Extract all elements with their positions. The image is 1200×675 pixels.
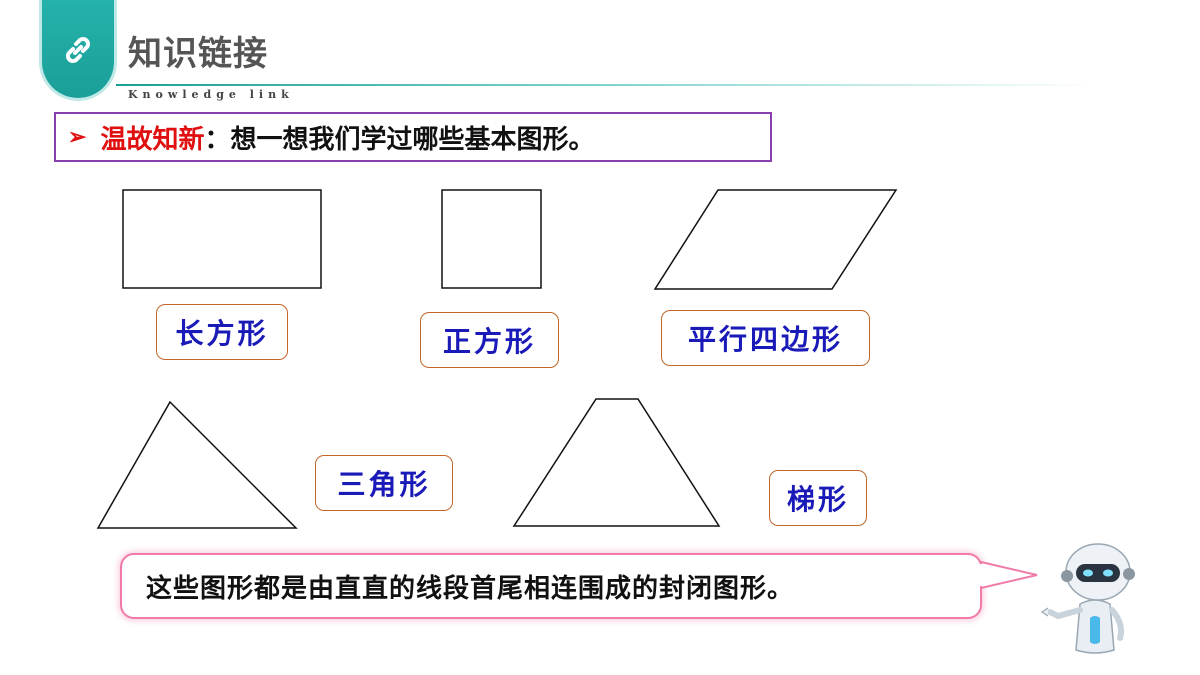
trapezoid-shape bbox=[512, 398, 721, 527]
square-shape bbox=[441, 189, 542, 289]
arrow-marker-icon: ➢ bbox=[68, 124, 87, 150]
summary-bubble: 这些图形都是由直直的线段首尾相连围成的封闭图形。 bbox=[120, 553, 982, 619]
label-parallelogram: 平行四边形 bbox=[661, 310, 870, 366]
question-keyword: 温故知新 bbox=[100, 124, 205, 155]
robot-icon bbox=[1040, 543, 1135, 654]
page-title: 知识链接 bbox=[128, 34, 268, 74]
question-banner: ➢ 温故知新 ：想一想我们学过哪些基本图形。 bbox=[54, 112, 772, 162]
header-badge bbox=[42, 0, 114, 98]
link-icon bbox=[66, 37, 90, 63]
question-text: ：想一想我们学过哪些基本图形。 bbox=[204, 124, 595, 155]
header-divider bbox=[116, 84, 1096, 86]
page-subtitle: Knowledge link bbox=[128, 88, 294, 101]
label-square: 正方形 bbox=[420, 312, 559, 368]
bubble-tail bbox=[975, 560, 1038, 590]
label-trapezoid: 梯形 bbox=[769, 470, 867, 526]
label-rectangle: 长方形 bbox=[156, 304, 288, 360]
label-triangle: 三角形 bbox=[315, 455, 453, 511]
rectangle-shape bbox=[122, 189, 322, 289]
parallelogram-shape bbox=[653, 189, 898, 290]
triangle-shape bbox=[96, 400, 298, 529]
